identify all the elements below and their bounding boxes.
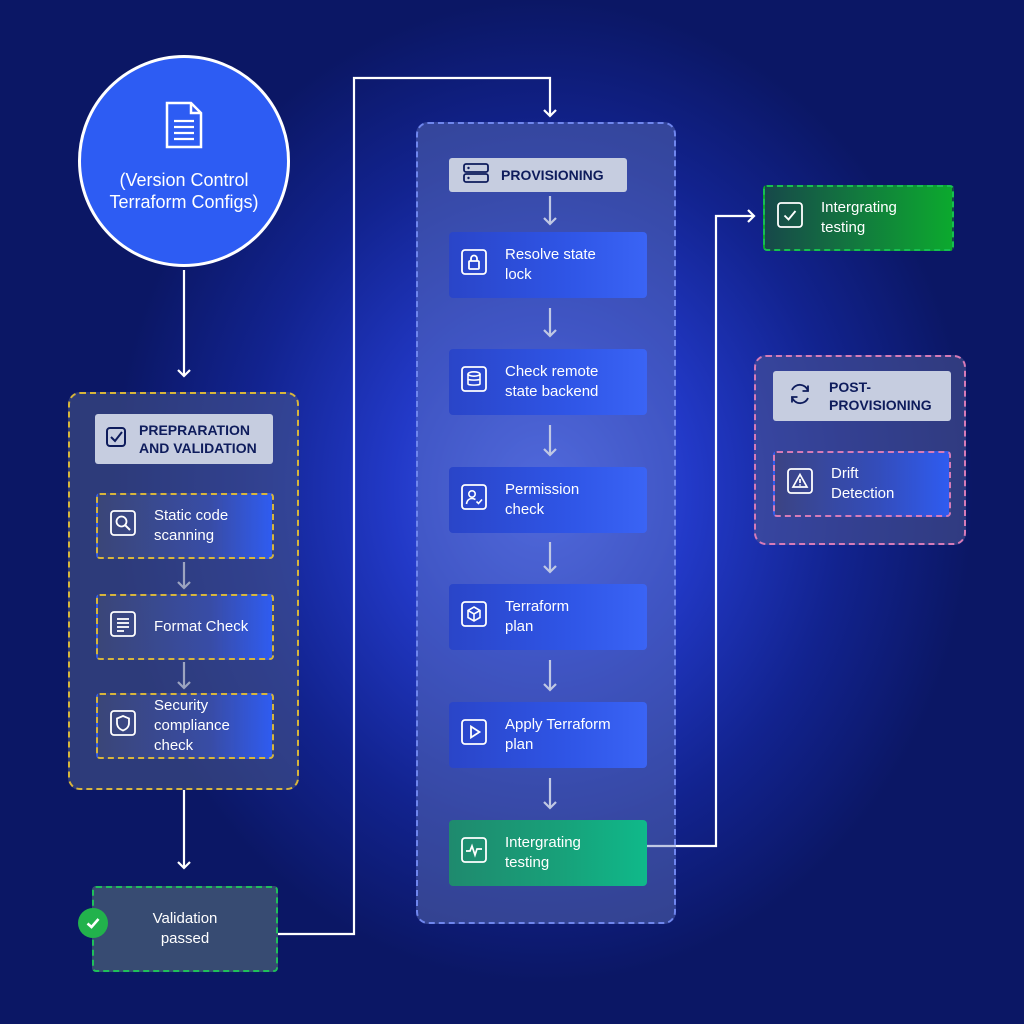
step-drift-detection[interactable]: Drift Detection	[773, 451, 951, 517]
step-check-remote-state-backend[interactable]: Check remote state backend	[449, 349, 647, 415]
check-circle-icon	[78, 908, 108, 938]
provisioning-title: PROVISIONING	[501, 167, 604, 183]
step-label: Apply Terraform plan	[505, 716, 611, 753]
post-provisioning-title: POST-PROVISIONING	[829, 379, 932, 413]
validation-passed-node: Validation passed	[92, 886, 278, 972]
intergrating-testing-node[interactable]: Intergrating testing	[763, 185, 954, 251]
step-resolve-state-lock[interactable]: Resolve state lock	[449, 232, 647, 298]
provisioning-header: PROVISIONING	[449, 158, 627, 192]
step-label: Static code scanning	[154, 507, 229, 544]
magnifier-icon	[110, 510, 136, 542]
step-label: Security compliance check	[154, 697, 230, 754]
step-format-check[interactable]: Format Check	[96, 594, 274, 660]
step-label: Intergrating testing	[505, 834, 581, 871]
step-security-compliance-check[interactable]: Security compliance check	[96, 693, 274, 759]
step-intergrating-testing[interactable]: Intergrating testing	[449, 820, 647, 886]
step-label: Terraform plan	[505, 598, 570, 635]
step-apply-terraform-plan[interactable]: Apply Terraform plan	[449, 702, 647, 768]
lock-icon	[461, 249, 487, 281]
step-terraform-plan[interactable]: Terraform plan	[449, 584, 647, 650]
integration-label: Intergrating testing	[821, 199, 897, 236]
step-permission-check[interactable]: Permission check	[449, 467, 647, 533]
pulse-icon	[461, 837, 487, 869]
cube-icon	[461, 601, 487, 633]
refresh-icon	[787, 382, 813, 410]
document-lines-icon	[110, 611, 136, 643]
preparation-title: PREPRARATION AND VALIDATION	[139, 422, 257, 456]
server-icon	[463, 163, 489, 187]
step-label: Drift Detection	[831, 465, 895, 502]
step-label: Permission check	[505, 481, 580, 518]
step-static-code-scanning[interactable]: Static code scanning	[96, 493, 274, 559]
document-icon	[164, 100, 204, 155]
warning-icon	[787, 468, 813, 500]
step-label: Resolve state lock	[505, 246, 596, 283]
validation-label: Validation passed	[152, 910, 218, 947]
shield-icon	[110, 710, 136, 742]
database-icon	[461, 366, 487, 398]
post-provisioning-header: POST-PROVISIONING	[773, 371, 951, 421]
preparation-header: PREPRARATION AND VALIDATION	[95, 414, 273, 464]
version-control-node: (Version Control Terraform Configs)	[78, 55, 290, 267]
step-label: Check remote state backend	[505, 363, 599, 400]
user-check-icon	[461, 484, 487, 516]
checkbox-icon	[777, 202, 803, 234]
checkbox-icon	[105, 426, 127, 452]
source-title: (Version Control Terraform Configs)	[109, 170, 259, 212]
play-icon	[461, 719, 487, 751]
step-label: Format Check	[154, 618, 249, 635]
